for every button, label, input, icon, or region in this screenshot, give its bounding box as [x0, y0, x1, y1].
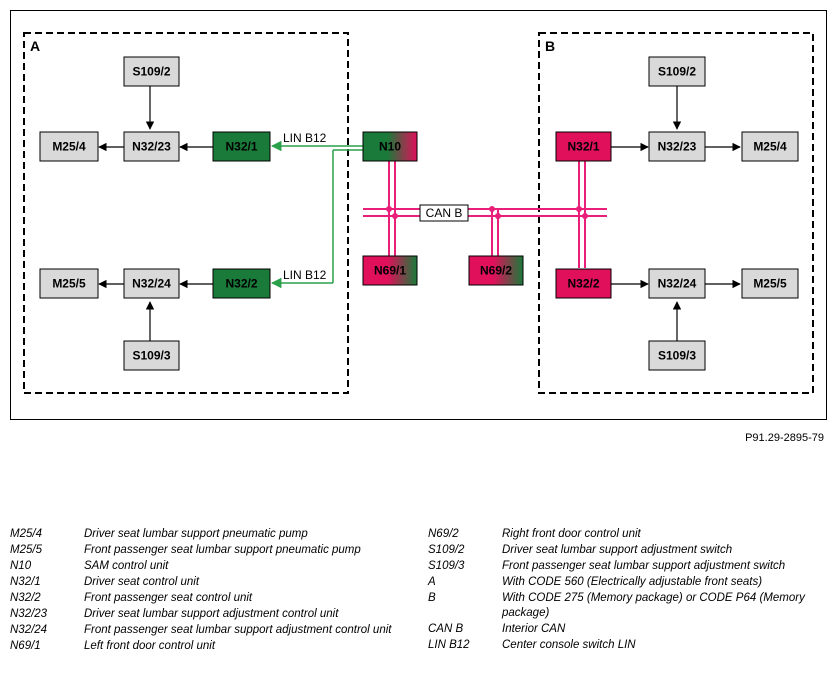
box-a-n32-1-label: N32/1 — [225, 140, 257, 154]
box-n69-2-label: N69/2 — [480, 264, 512, 278]
lin-bus-lines — [270, 140, 363, 289]
box-b-n32-24: N32/24 — [648, 268, 706, 299]
box-a-n32-23-label: N32/23 — [132, 140, 171, 154]
box-a-n32-24-label: N32/24 — [132, 277, 171, 291]
legend-description: Front passenger seat lumbar support adju… — [502, 560, 786, 572]
legend-description: Driver seat lumbar support adjustment sw… — [502, 544, 733, 556]
box-b-n32-1: N32/1 — [555, 131, 612, 162]
box-n10: N10 — [362, 131, 418, 162]
legend-code: B — [428, 592, 436, 604]
lin-bus-label-lower: LIN B12 — [283, 268, 327, 282]
legend-description: Right front door control unit — [502, 528, 641, 540]
box-b-m25-4-label: M25/4 — [753, 140, 787, 154]
can-bus-label: CAN B — [426, 206, 463, 220]
legend-description: Center console switch LIN — [502, 639, 636, 651]
box-b-s109-3: S109/3 — [648, 340, 706, 371]
legend-row: N69/1 Left front door control unit — [10, 639, 400, 654]
box-a-n32-24: N32/24 — [123, 268, 180, 299]
wiring-diagram: A B LIN B12 LIN B12 CAN B — [10, 10, 827, 420]
legend-row: M25/5 Front passenger seat lumbar support… — [10, 543, 400, 558]
box-b-n32-1-label: N32/1 — [567, 140, 599, 154]
legend-description: Front passenger seat lumbar support pneu… — [84, 544, 361, 556]
legend-code: N69/2 — [428, 528, 459, 540]
box-n10-label: N10 — [379, 140, 401, 154]
can-bus-label-box — [419, 204, 469, 222]
legend-description: Driver seat control unit — [84, 576, 200, 588]
region-b-outline — [538, 32, 814, 394]
legend-code: S109/3 — [428, 560, 465, 572]
can-bus-junctions — [386, 206, 588, 219]
legend-row: B With CODE 275 (Memory package) or CODE … — [428, 591, 828, 621]
box-a-n32-2: N32/2 — [212, 268, 271, 299]
lin-bus-label-upper: LIN B12 — [283, 131, 327, 145]
legend-row: S109/3 Front passenger seat lumbar suppor… — [428, 559, 828, 574]
legend-code: N32/2 — [10, 592, 41, 604]
box-b-m25-5: M25/5 — [741, 268, 799, 299]
legend-description: With CODE 560 (Electrically adjustable f… — [502, 576, 763, 588]
box-a-m25-5: M25/5 — [39, 268, 99, 299]
figure-id: P91.29-2895-79 — [745, 432, 824, 444]
box-n69-1: N69/1 — [362, 255, 418, 286]
box-b-n32-2-label: N32/2 — [567, 277, 599, 291]
legend-row: LIN B12 Center console switch LIN — [428, 638, 828, 653]
box-a-s109-3-label: S109/3 — [132, 349, 170, 363]
legend-row: N32/24 Front passenger seat lumbar suppor… — [10, 623, 400, 638]
legend-description: Interior CAN — [502, 623, 566, 635]
legend-row: N69/2 Right front door control unit — [428, 527, 828, 542]
box-n69-2: N69/2 — [468, 255, 524, 286]
box-a-m25-4: M25/4 — [39, 131, 99, 162]
legend-code: S109/2 — [428, 544, 465, 556]
region-a-connections — [98, 86, 213, 341]
legend-description: Driver seat lumbar support adjustment co… — [84, 608, 339, 620]
legend-description: Front passenger seat control unit — [84, 592, 253, 604]
box-a-m25-5-label: M25/5 — [52, 277, 86, 291]
legend-description: Left front door control unit — [84, 640, 216, 652]
box-a-m25-4-label: M25/4 — [52, 140, 86, 154]
box-b-n32-23: N32/23 — [648, 131, 706, 162]
legend-description: Front passenger seat lumbar support adju… — [84, 624, 392, 636]
legend-row: N32/2 Front passenger seat control unit — [10, 591, 400, 606]
box-a-n32-1: N32/1 — [212, 131, 271, 162]
legend-code: N32/23 — [10, 608, 48, 620]
legend-row: N32/1 Driver seat control unit — [10, 575, 400, 590]
box-b-s109-3-label: S109/3 — [658, 349, 696, 363]
region-a-outline — [23, 32, 349, 394]
box-b-m25-4: M25/4 — [741, 131, 799, 162]
box-b-n32-24-label: N32/24 — [658, 277, 697, 291]
box-a-s109-3: S109/3 — [123, 340, 180, 371]
box-b-m25-5-label: M25/5 — [753, 277, 787, 291]
legend-code: N32/24 — [10, 624, 48, 636]
legend-code: LIN B12 — [428, 639, 470, 651]
legend-code: A — [428, 576, 436, 588]
legend-description: With CODE 275 (Memory package) or CODE P… — [502, 592, 805, 619]
box-b-s109-2-label: S109/2 — [658, 65, 696, 79]
legend-description: SAM control unit — [84, 560, 169, 572]
box-n69-1-label: N69/1 — [374, 264, 406, 278]
legend-row: M25/4 Driver seat lumbar support pneumati… — [10, 527, 400, 542]
legend-code: M25/4 — [10, 528, 42, 540]
box-a-n32-23: N32/23 — [123, 131, 180, 162]
legend-code: N32/1 — [10, 576, 41, 588]
legend-row: N32/23 Driver seat lumbar support adjustm… — [10, 607, 400, 622]
box-a-n32-2-label: N32/2 — [225, 277, 257, 291]
region-b-connections — [611, 86, 741, 341]
legend-row: N10 SAM control unit — [10, 559, 400, 574]
box-a-s109-2: S109/2 — [123, 56, 180, 87]
box-b-n32-23-label: N32/23 — [658, 140, 697, 154]
legend-row: A With CODE 560 (Electrically adjustable … — [428, 575, 828, 590]
legend-code: CAN B — [428, 623, 464, 635]
legend-code: M25/5 — [10, 544, 42, 556]
legend-row: S109/2 Driver seat lumbar support adjustm… — [428, 543, 828, 558]
region-a-label: A — [30, 38, 40, 54]
box-b-n32-2: N32/2 — [555, 268, 612, 299]
region-b-label: B — [545, 38, 555, 54]
legend-description: Driver seat lumbar support pneumatic pum… — [84, 528, 308, 540]
legend-left: M25/4 Driver seat lumbar support pneumati… — [10, 527, 400, 655]
legend-row: CAN B Interior CAN — [428, 622, 828, 637]
legend-code: N69/1 — [10, 640, 41, 652]
legend-code: N10 — [10, 560, 32, 572]
box-a-s109-2-label: S109/2 — [132, 65, 170, 79]
box-b-s109-2: S109/2 — [648, 56, 706, 87]
